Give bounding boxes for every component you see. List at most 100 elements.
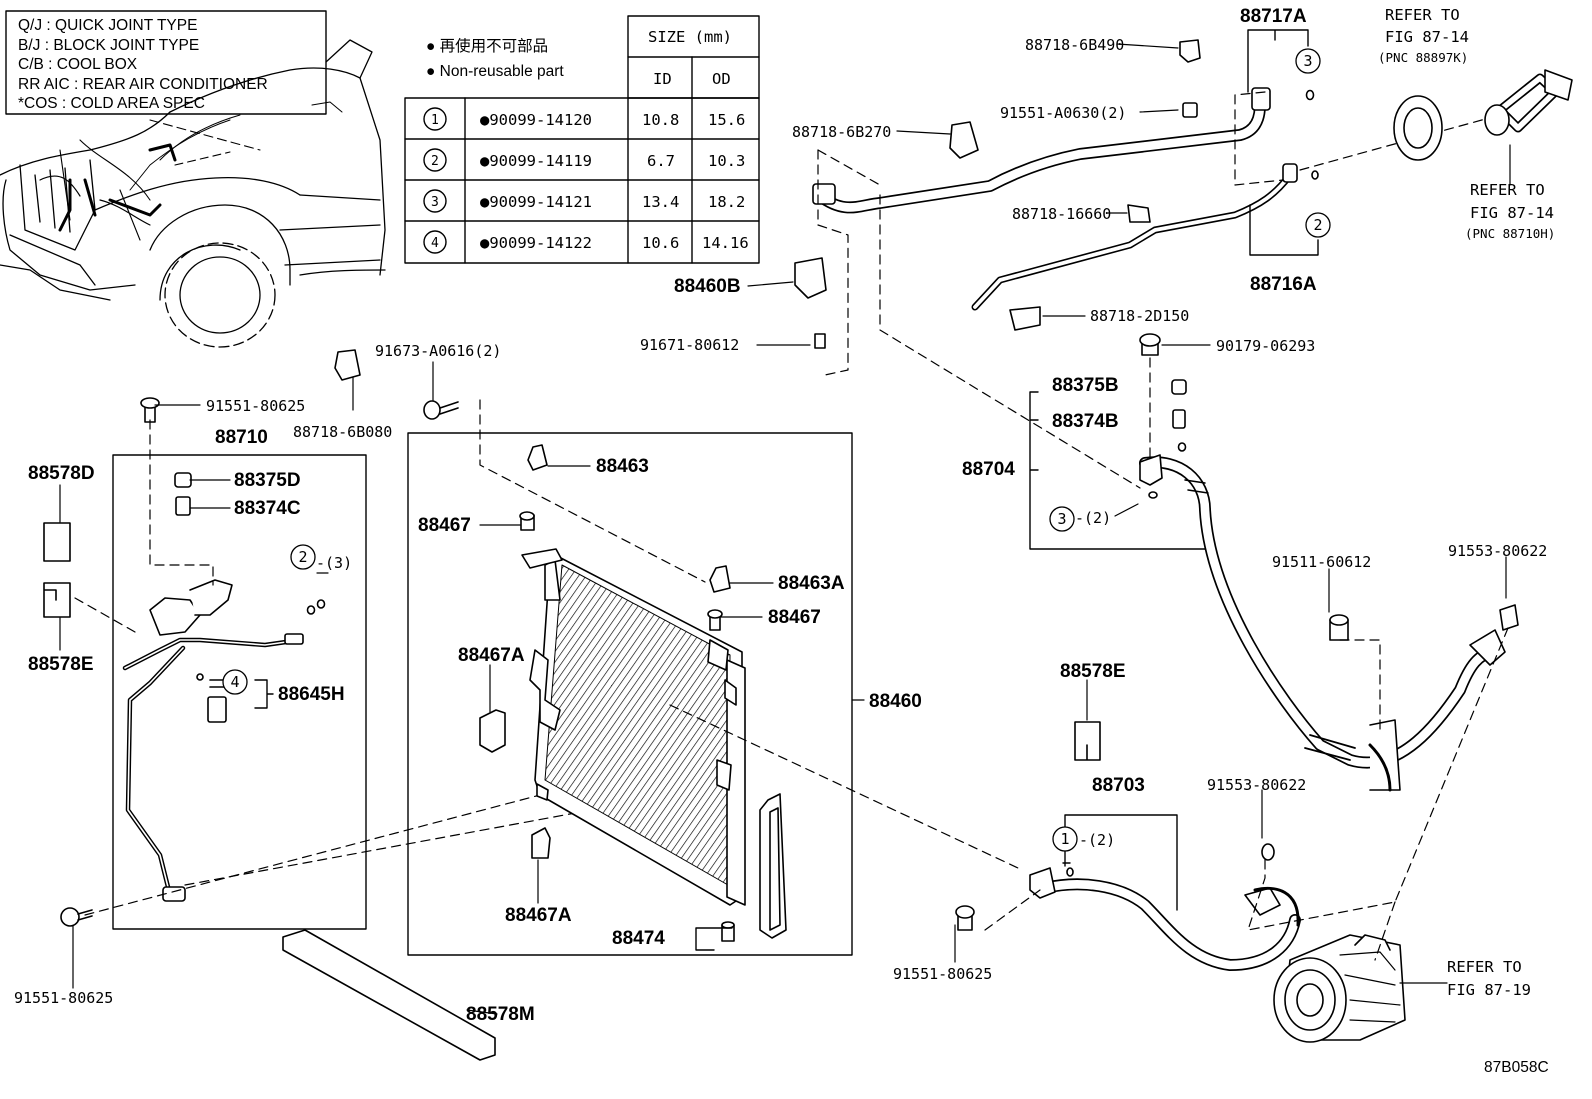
label-88474: 88474	[612, 928, 665, 949]
table-row1-od: 15.6	[708, 111, 745, 129]
pads-left	[43, 522, 71, 618]
refer2-line3: (PNC 88710H)	[1465, 226, 1555, 241]
label-88710: 88710	[215, 427, 268, 448]
hose-88703	[955, 843, 1301, 971]
table-row1-part: ●90099-14120	[480, 111, 592, 129]
circle-callouts	[222, 48, 1331, 852]
label-91551-80625-left: 91551-80625	[14, 989, 113, 1007]
label-88467A-top: 88467A	[458, 645, 525, 666]
table-note-en: ● Non-reusable part	[426, 63, 564, 80]
label-88578E-right: 88578E	[1060, 661, 1126, 682]
table-row4-part: ●90099-14122	[480, 234, 592, 252]
label-88374B: 88374B	[1052, 411, 1119, 432]
label-88716A: 88716A	[1250, 274, 1317, 295]
condenser	[479, 444, 787, 942]
refer1-line2: FIG 87-14	[1385, 28, 1469, 46]
legend-text: Q/J : QUICK JOINT TYPE B/J : BLOCK JOINT…	[18, 17, 268, 112]
pad-88578E-right	[1074, 721, 1101, 761]
label-88578D: 88578D	[28, 463, 95, 484]
label-91673-A0616: 91673-A0616(2)	[375, 342, 501, 360]
circle-num-3-mid: 3	[1057, 510, 1066, 528]
vehicle-illustration	[0, 39, 386, 348]
label-88645H: 88645H	[278, 684, 345, 705]
legend-line-bj: B/J : BLOCK JOINT TYPE	[18, 37, 199, 54]
table-row2-part: ●90099-14119	[480, 152, 592, 170]
refer3-line2: FIG 87-19	[1447, 981, 1531, 999]
label-88718-6B080: 88718-6B080	[293, 423, 392, 441]
refer2-line1: REFER TO	[1470, 181, 1545, 199]
label-circle3-count: -(2)	[1075, 509, 1111, 527]
label-91511-60612: 91511-60612	[1272, 553, 1371, 571]
table-row4-od: 14.16	[702, 234, 749, 252]
leaders-88460	[479, 399, 1019, 869]
table-row1-num: 1	[431, 113, 439, 128]
label-88578E-left: 88578E	[28, 654, 94, 675]
table-od-header: OD	[712, 70, 731, 88]
label-88718-6B270: 88718-6B270	[792, 123, 891, 141]
bolt-91551-80625-b	[60, 907, 93, 927]
circle-numbers: 3 2 2 4 3 1	[230, 52, 1322, 848]
leader-lines	[59, 43, 1511, 1015]
table-row2-od: 10.3	[708, 152, 745, 170]
label-91551-80625-bottom: 91551-80625	[893, 965, 992, 983]
label-91551-A0630: 91551-A0630(2)	[1000, 104, 1126, 122]
label-88467A-bottom: 88467A	[505, 905, 572, 926]
table-text: ● 再使用不可部品 ● Non-reusable part SIZE (mm) …	[426, 28, 749, 252]
circle-num-4-left: 4	[230, 673, 239, 691]
refer1-line1: REFER TO	[1385, 6, 1460, 24]
leaders-top	[817, 91, 1501, 489]
refer3-line1: REFER TO	[1447, 958, 1522, 976]
label-91551-80625-top: 91551-80625	[206, 397, 305, 415]
label-91671-80612: 91671-80612	[640, 336, 739, 354]
brackets	[254, 29, 1319, 951]
refer1-line3: (PNC 88897K)	[1378, 50, 1468, 65]
compressor	[1273, 934, 1406, 1043]
label-88718-6B490: 88718-6B490	[1025, 36, 1124, 54]
label-88718-2D150: 88718-2D150	[1090, 307, 1189, 325]
legend-line-cb: C/B : COOL BOX	[18, 56, 138, 73]
table-row3-od: 18.2	[708, 193, 745, 211]
table-id-header: ID	[653, 70, 672, 88]
legend-line-qj: Q/J : QUICK JOINT TYPE	[18, 17, 197, 34]
table-note-jp: ● 再使用不可部品	[426, 37, 548, 55]
legend-line-rraic: RR AIC : REAR AIR CONDITIONER	[18, 76, 268, 93]
tube-88710	[122, 397, 326, 902]
circle-num-2-top: 2	[1313, 216, 1322, 234]
table-row1-id: 10.8	[642, 111, 679, 129]
refer-parts-top-right	[1393, 69, 1573, 161]
bolt-91673	[423, 400, 459, 420]
label-88460B: 88460B	[674, 276, 741, 297]
label-90179-06293: 90179-06293	[1216, 337, 1315, 355]
label-88375B: 88375B	[1052, 375, 1119, 396]
circle-num-1-bottom: 1	[1060, 830, 1069, 848]
label-88375D: 88375D	[234, 470, 301, 491]
circle-num-2-left: 2	[298, 548, 307, 566]
fastener-88718-6B080	[334, 349, 361, 381]
leaders-88703	[984, 859, 1396, 961]
table-row4-id: 10.6	[642, 234, 679, 252]
box-88710	[112, 454, 367, 930]
label-88463A: 88463A	[778, 573, 845, 594]
label-88578M: 88578M	[466, 1004, 535, 1025]
table-row2-num: 2	[431, 154, 439, 169]
strip-88578M	[282, 929, 496, 1061]
label-88704: 88704	[962, 459, 1015, 480]
table-row3-num: 3	[431, 195, 439, 210]
circle-num-3-top: 3	[1303, 52, 1312, 70]
table-row3-part: ●90099-14121	[480, 193, 592, 211]
refer2-line2: FIG 87-14	[1470, 204, 1554, 222]
label-88717A: 88717A	[1240, 6, 1307, 27]
table-row3-id: 13.4	[642, 193, 679, 211]
size-table	[404, 15, 760, 264]
hoses-top	[794, 39, 1319, 349]
label-88467-right: 88467	[768, 607, 821, 628]
label-circle2-count: -(3)	[316, 554, 352, 572]
label-88460: 88460	[869, 691, 922, 712]
table-size-header: SIZE (mm)	[648, 28, 732, 46]
label-88463: 88463	[596, 456, 649, 477]
label-88718-16660: 88718-16660	[1012, 205, 1111, 223]
table-row4-num: 4	[431, 236, 439, 251]
label-88703: 88703	[1092, 775, 1145, 796]
box-88460	[407, 432, 853, 956]
